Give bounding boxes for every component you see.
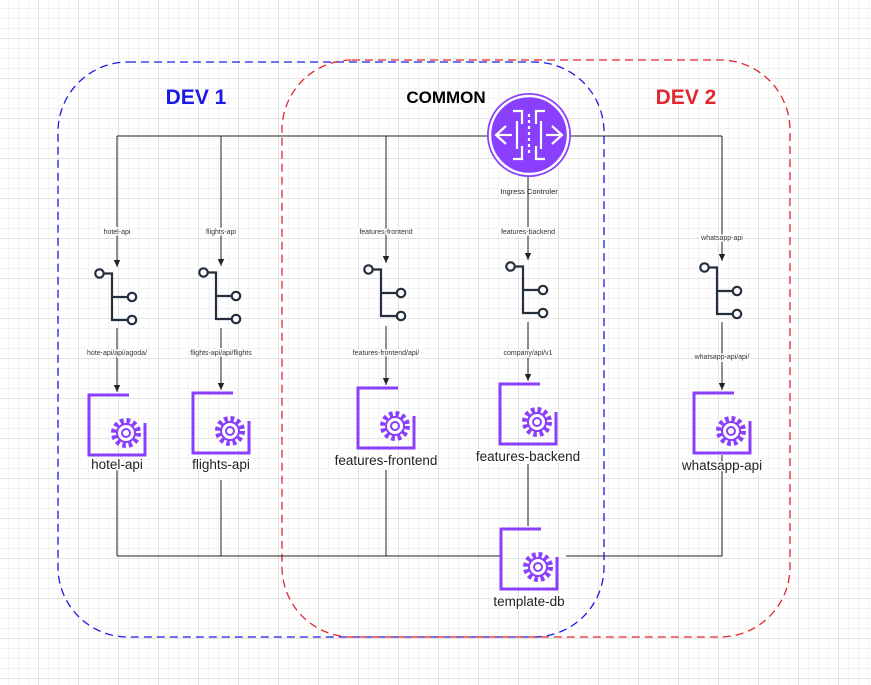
database-service-icon[interactable] [499, 527, 559, 591]
common-zone-title: COMMON [406, 88, 485, 107]
service-label-whatsapp: whatsapp-api [681, 458, 762, 473]
path-label-hotel: hote-api/api/agoda/ [87, 350, 147, 357]
router-branch-icon [699, 262, 743, 320]
path-label-flights: flights-api/api/flights [190, 350, 252, 357]
service-label-flights: flights-api [192, 457, 250, 472]
database-label: template-db [493, 594, 564, 609]
service-label-hotel: hotel-api [91, 457, 143, 472]
service-gear-icon[interactable] [191, 391, 251, 455]
path-label-whatsapp: whatsapp-api/api/ [694, 354, 750, 361]
service-label-features-frontend: features-frontend [335, 453, 438, 468]
dev2-zone-title: DEV 2 [656, 86, 717, 109]
ingress-controller-icon[interactable] [487, 93, 571, 177]
path-label-features-frontend: features-frontend/api/ [353, 350, 420, 357]
router-branch-icon [94, 268, 138, 326]
dev1-zone-border [57, 61, 605, 638]
route-label-hotel: hotel-api [104, 229, 131, 236]
route-label-flights: flights-api [206, 229, 236, 236]
router-branch-icon [363, 264, 407, 322]
service-gear-icon[interactable] [498, 382, 558, 446]
router-branch-icon [505, 261, 549, 319]
db-collection-line-right [566, 455, 723, 557]
route-label-features-backend: features-backend [501, 229, 555, 236]
route-label-features-frontend: features-frontend [359, 229, 412, 236]
route-label-whatsapp: whatsapp-api [700, 235, 743, 242]
router-branch-icon [198, 267, 242, 325]
dev1-zone-title: DEV 1 [166, 86, 227, 109]
ingress-controller-label: Ingress Controler [500, 187, 558, 196]
service-label-features-backend: features-backend [476, 449, 580, 464]
service-gear-icon[interactable] [692, 391, 752, 455]
path-label-features-backend: company/api/v1 [503, 350, 552, 357]
service-gear-icon[interactable] [356, 386, 416, 450]
dev2-zone-border [281, 59, 791, 638]
service-gear-icon[interactable] [87, 393, 147, 457]
